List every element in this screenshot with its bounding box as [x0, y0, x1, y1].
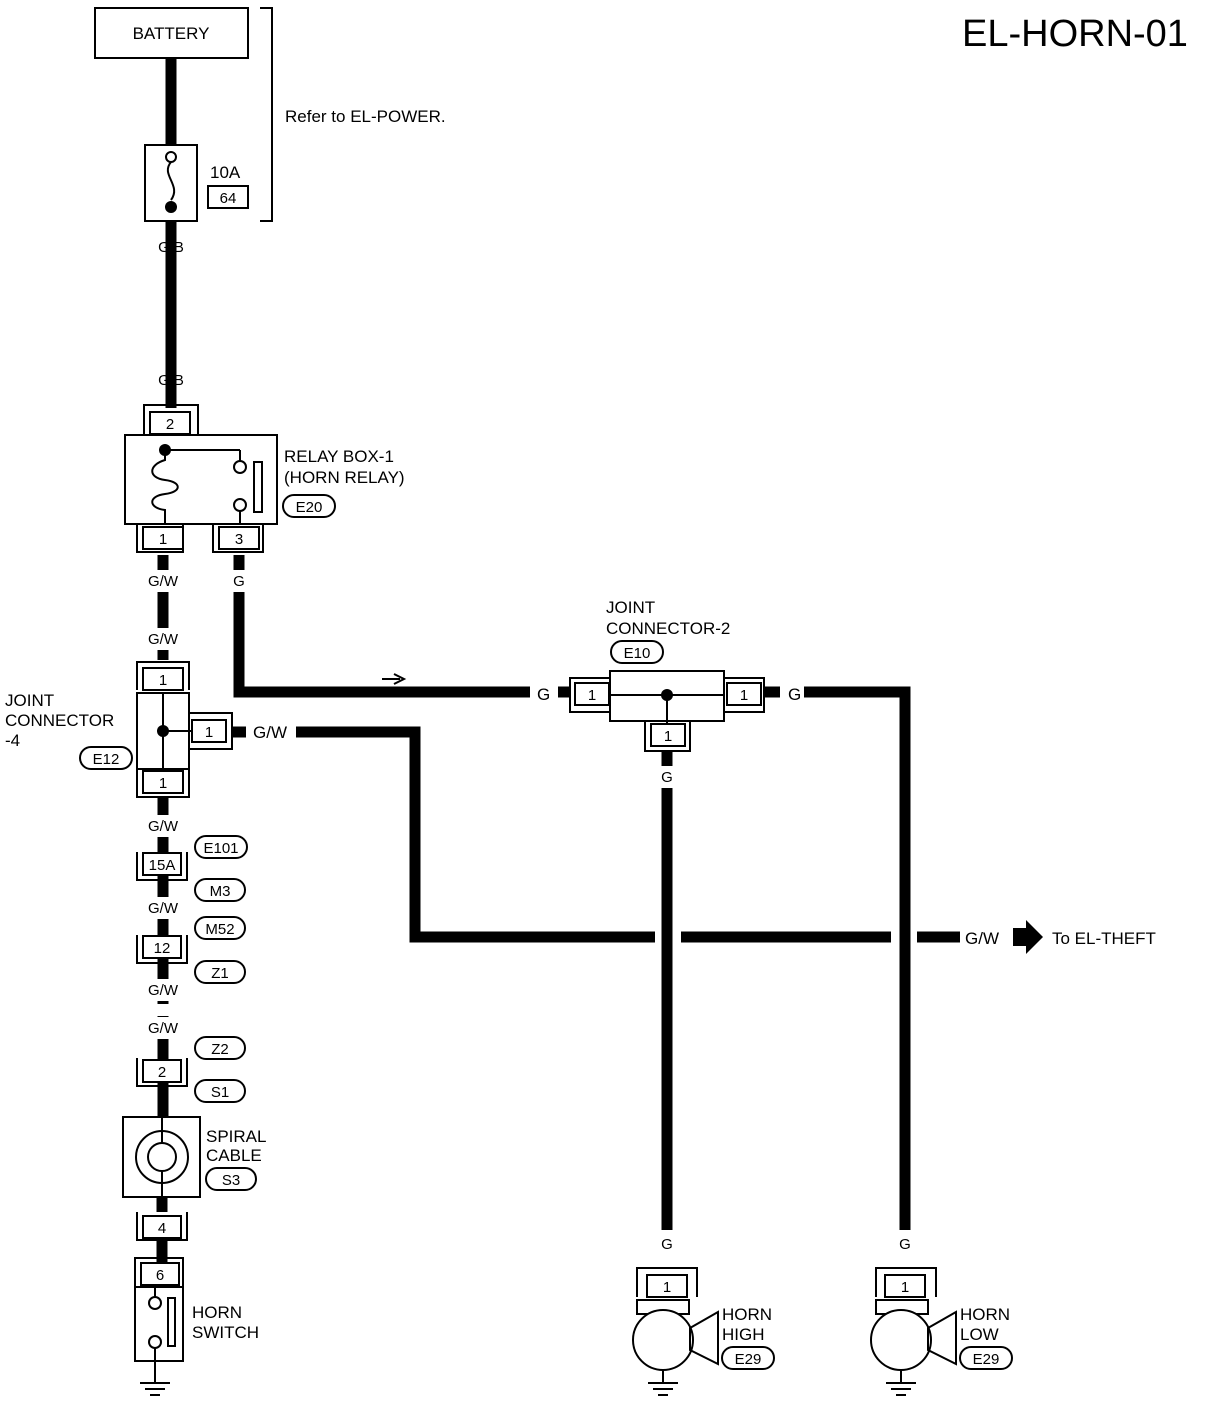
power-bracket — [260, 7, 273, 222]
joint-connector-2: JOINT CONNECTOR-2 E10 1 1 1 — [569, 598, 765, 752]
fuse-rating: 10A — [210, 163, 241, 182]
wire-g-jc2-right-label: G — [788, 685, 801, 704]
horn-high-line1: HORN — [722, 1305, 772, 1324]
theft-ref-label: To EL-THEFT — [1052, 929, 1156, 948]
horn-switch: 6 HORN SWITCH — [134, 1257, 259, 1396]
theft-arrow — [1013, 920, 1043, 954]
harness-pin-2: 2 — [158, 1064, 166, 1081]
jc4-connector-e12: E12 — [93, 751, 120, 768]
wire-gw-jc4-top-label: G/W — [148, 631, 179, 648]
relay-pin-1: 1 — [159, 531, 167, 548]
spiral-pin-4: 4 — [158, 1220, 166, 1237]
relay-box-line1: RELAY BOX-1 — [284, 447, 394, 466]
wire-gw-before-2-label: G/W — [148, 1020, 179, 1037]
relay-box: 2 1 3 RELAY BOX-1 (HORN RELAY) E20 — [124, 404, 405, 553]
harness-pin-12: 12 — [154, 940, 171, 957]
connector-e101: E101 — [203, 840, 238, 857]
jc4-pin-side: 1 — [205, 724, 213, 741]
wire-g-relay-label: G — [233, 573, 245, 590]
wire-gw-jc4-bottom-label: G/W — [148, 818, 179, 835]
fuse-number: 64 — [220, 190, 237, 207]
wire-gw-after-15a-label: G/W — [148, 900, 179, 917]
connector-s3: S3 — [222, 1172, 240, 1189]
jc2-line2: CONNECTOR-2 — [606, 619, 730, 638]
horn-switch-line1: HORN — [192, 1303, 242, 1322]
jc2-pin-left: 1 — [588, 687, 596, 704]
fuse: 10A 64 — [144, 144, 249, 222]
harness-pin-15a: 15A — [149, 857, 176, 874]
horn-switch-pin-6: 6 — [156, 1267, 164, 1284]
wire-gw-relay-label: G/W — [148, 573, 179, 590]
joint-connector-4: 1 1 1 JOINT CONNECTOR -4 E12 — [5, 661, 233, 798]
jc4-pin-top: 1 — [159, 672, 167, 689]
wire-gw-theft-label: G/W — [965, 929, 999, 948]
connector-m3: M3 — [210, 883, 231, 900]
horn-switch-line2: SWITCH — [192, 1323, 259, 1342]
wire-gb-bottom-label: G/B — [158, 372, 184, 389]
relay-box-line2: (HORN RELAY) — [284, 468, 405, 487]
jc4-line3: -4 — [5, 731, 20, 750]
horn-high: G 1 HORN HIGH E29 — [632, 1232, 775, 1396]
spiral-cable-line2: CABLE — [206, 1146, 262, 1165]
jc4-line1: JOINT — [5, 691, 54, 710]
wire-gw-jc4-theft — [296, 726, 655, 943]
relay-pin-3: 3 — [235, 531, 243, 548]
jc2-line1: JOINT — [606, 598, 655, 617]
connector-m52: M52 — [205, 921, 234, 938]
wire-g-horn-high-label: G — [661, 1236, 673, 1253]
jc2-pin-bottom: 1 — [664, 728, 672, 745]
wire-g-relay-jc2 — [233, 555, 530, 698]
jc2-connector-e10: E10 — [624, 645, 651, 662]
refer-power-note: Refer to EL-POWER. — [285, 107, 446, 126]
horn-low-line1: HORN — [960, 1305, 1010, 1324]
wire-g-horn-low — [804, 686, 911, 1230]
spiral-cable: SPIRAL CABLE S3 4 — [122, 1116, 266, 1241]
wire-gw-jc4-side-label: G/W — [253, 723, 287, 742]
jc4-line2: CONNECTOR — [5, 711, 114, 730]
relay-pin-2: 2 — [166, 416, 174, 433]
jc2-pin-right: 1 — [740, 687, 748, 704]
horn-high-connector-e29: E29 — [735, 1351, 762, 1368]
horn-high-line2: HIGH — [722, 1325, 765, 1344]
flow-arrow — [382, 673, 407, 685]
spiral-cable-line1: SPIRAL — [206, 1127, 266, 1146]
battery-label: BATTERY — [133, 24, 210, 43]
wire-g-horn-low-label: G — [899, 1236, 911, 1253]
horn-low: G 1 HORN LOW E29 — [870, 1232, 1013, 1396]
connector-z1: Z1 — [211, 965, 229, 982]
connector-z2: Z2 — [211, 1041, 229, 1058]
wire-gb-top-label: G/B — [158, 239, 184, 256]
horn-low-line2: LOW — [960, 1325, 999, 1344]
wire-g-jc2-bottom-label: G — [661, 769, 673, 786]
diagram-title: EL-HORN-01 — [962, 13, 1188, 55]
horn-low-pin: 1 — [901, 1279, 909, 1296]
horn-low-connector-e29: E29 — [973, 1351, 1000, 1368]
relay-connector-e20: E20 — [296, 499, 323, 516]
wire-g-jc2-left-label: G — [537, 685, 550, 704]
connector-s1: S1 — [211, 1084, 229, 1101]
jc4-pin-bottom: 1 — [159, 775, 167, 792]
horn-high-pin: 1 — [663, 1279, 671, 1296]
wire-gw-after-12-label: G/W — [148, 982, 179, 999]
battery: BATTERY — [94, 7, 249, 59]
